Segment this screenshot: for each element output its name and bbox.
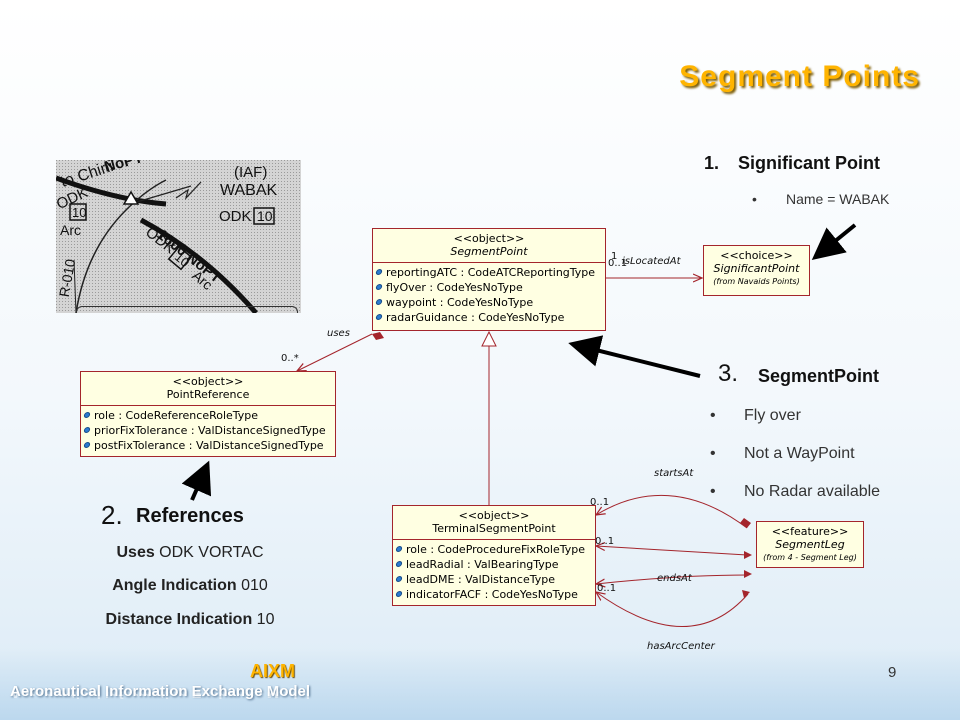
mult-zero-one-ends: 0..1: [597, 583, 617, 594]
assoc-label-ends-at: endsAt: [657, 573, 692, 584]
mult-zero-one-starts: 0..1: [590, 497, 610, 508]
section1-heading: Significant Point: [738, 153, 880, 173]
mult-zero-many: 0..*: [281, 353, 299, 364]
section3-bullet-1: Fly over: [710, 407, 801, 425]
uml-attr: postFixTolerance : ValDistanceSignedType: [84, 438, 333, 453]
footer-band: [0, 648, 960, 720]
mult-zero-one-located: 0..1: [608, 258, 628, 269]
section2-line-3-text: 10: [252, 611, 275, 628]
map-label-10-1: 10: [257, 208, 273, 224]
footer-brand: AIXM: [250, 661, 295, 681]
slide-title: Segment Points: [679, 60, 920, 93]
section3-number: 3.: [718, 360, 739, 387]
uml-segment-leg-name: SegmentLeg: [775, 538, 845, 551]
section2-line-2: Angle Indication 010: [80, 577, 300, 595]
map-label-arc-1: Arc: [60, 222, 81, 238]
section2-line-2-text: 010: [236, 577, 268, 594]
section2-number: 2.: [101, 500, 123, 530]
section1-bullet: Name = WABAK: [752, 191, 889, 207]
mult-zero-one-leg: 0..1: [595, 536, 615, 547]
section2-line-1-bold: Uses: [116, 544, 155, 561]
uml-significant-point-from: (from Navaids Points): [713, 277, 800, 286]
uml-segment-leg-stereo: <<feature>>: [771, 525, 849, 538]
map-label-10-2: 10: [72, 205, 87, 220]
assoc-label-starts-at: startsAt: [654, 468, 694, 479]
uml-segment-leg[interactable]: <<feature>> SegmentLeg (from 4 - Segment…: [756, 521, 864, 568]
uml-segment-leg-from: (from 4 - Segment Leg): [763, 553, 857, 562]
section2-line-1: Uses ODK VORTAC: [80, 544, 300, 562]
uml-segment-point-name: SegmentPoint: [450, 245, 528, 258]
uml-point-reference[interactable]: <<object>>PointReference role : CodeRefe…: [80, 371, 336, 457]
section3-heading: SegmentPoint: [758, 366, 880, 386]
uml-significant-point-stereo: <<choice>>: [720, 249, 793, 262]
uml-terminal-segment-point[interactable]: <<object>>TerminalSegmentPoint role : Co…: [392, 505, 596, 606]
uml-attr: reportingATC : CodeATCReportingType: [376, 265, 603, 280]
uml-terminal-segment-point-stereo: <<object>>: [458, 509, 530, 522]
mult-one: 1: [611, 251, 618, 262]
section2-line-1-text: ODK VORTAC: [154, 544, 264, 561]
approach-chart-image: (IAF) WABAK ODK 10 to Chini ODK 10 Arc O…: [56, 160, 301, 313]
uml-segment-point[interactable]: <<object>>SegmentPoint reportingATC : Co…: [372, 228, 606, 331]
page-number: 9: [888, 664, 897, 681]
map-bottom-box: [76, 306, 298, 313]
section3-bullet-3: No Radar available: [710, 483, 880, 501]
uml-attr: radarGuidance : CodeYesNoType: [376, 310, 603, 325]
uml-point-reference-name: PointReference: [166, 388, 250, 401]
uml-segment-point-stereo: <<object>>: [453, 232, 525, 245]
section2-heading: References: [136, 505, 244, 527]
map-label-wabak: WABAK: [220, 182, 278, 199]
assoc-label-is-located-at: isLocatedAt: [622, 256, 681, 267]
uml-significant-point-name: SignificantPoint: [713, 262, 800, 275]
uml-attr: role : CodeReferenceRoleType: [84, 408, 333, 423]
uml-attr: priorFixTolerance : ValDistanceSignedTyp…: [84, 423, 333, 438]
uml-attr: leadRadial : ValBearingType: [396, 557, 593, 572]
assoc-label-has-arc-center: hasArcCenter: [647, 641, 715, 652]
footer-subtitle: Aeronautical Information Exchange Model: [10, 683, 311, 700]
map-label-iaf: (IAF): [234, 164, 268, 181]
section1-number: 1.: [704, 153, 720, 173]
section3-bullet-2: Not a WayPoint: [710, 445, 854, 463]
map-label-odk-1: ODK: [219, 208, 252, 225]
uml-attr: flyOver : CodeYesNoType: [376, 280, 603, 295]
uml-attr: leadDME : ValDistanceType: [396, 572, 593, 587]
uml-attr: waypoint : CodeYesNoType: [376, 295, 603, 310]
section2-line-3-bold: Distance Indication: [105, 611, 253, 628]
section2-line-2-bold: Angle Indication: [112, 577, 237, 594]
uml-attr: role : CodeProcedureFixRoleType: [396, 542, 593, 557]
uml-attr: indicatorFACF : CodeYesNoType: [396, 587, 593, 602]
assoc-label-uses: uses: [327, 328, 350, 339]
uml-point-reference-stereo: <<object>>: [172, 375, 244, 388]
uml-terminal-segment-point-name: TerminalSegmentPoint: [432, 522, 556, 535]
section2-line-3: Distance Indication 10: [80, 611, 300, 629]
uml-significant-point[interactable]: <<choice>> SignificantPoint (from Navaid…: [703, 245, 810, 296]
